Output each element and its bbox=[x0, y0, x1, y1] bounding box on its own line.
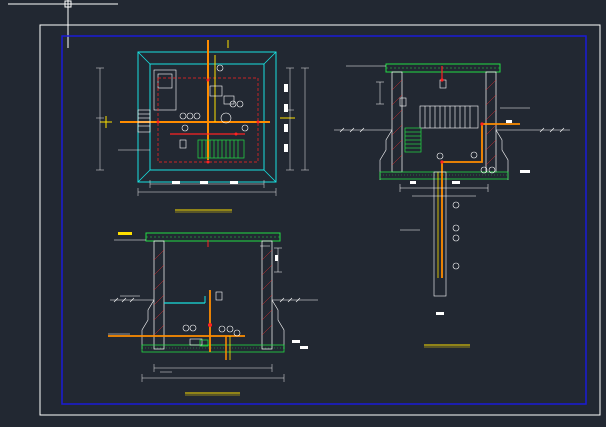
plan-view bbox=[96, 40, 309, 213]
drawing-frame bbox=[61, 35, 587, 405]
section-a-base-slab bbox=[141, 344, 285, 353]
section-a-view bbox=[108, 232, 318, 396]
well-column bbox=[433, 171, 447, 297]
section-b-fittings bbox=[399, 79, 496, 270]
sheet-border bbox=[39, 24, 601, 416]
section-b-stair bbox=[419, 105, 479, 129]
section-b-view bbox=[334, 63, 570, 348]
section-a-fittings bbox=[182, 291, 241, 346]
section-b-base-slab bbox=[379, 171, 509, 180]
crosshair-cursor-icon bbox=[8, 0, 118, 48]
plan-stair bbox=[197, 139, 245, 159]
plan-fittings bbox=[179, 64, 249, 149]
